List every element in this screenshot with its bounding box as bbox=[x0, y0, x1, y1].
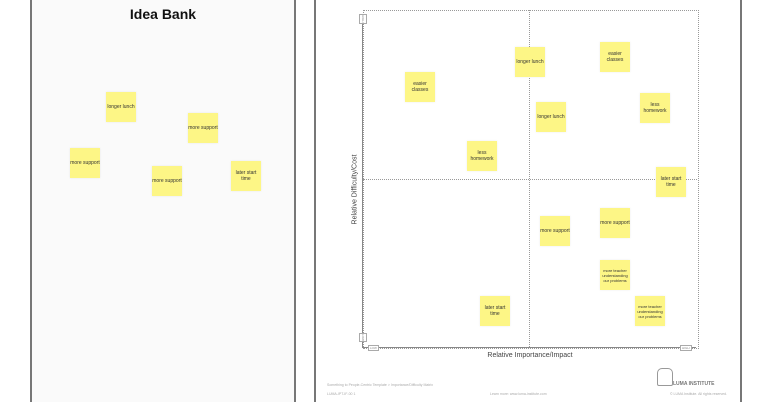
sticky-note[interactable]: longer lunch bbox=[106, 92, 136, 122]
sticky-note[interactable]: longer lunch bbox=[515, 47, 545, 77]
y-axis bbox=[362, 14, 363, 348]
footer-template-name: Something to People-Centric Template > I… bbox=[327, 383, 433, 387]
footer-code: LUMA-IPT-IF-00 1 bbox=[327, 392, 356, 396]
sticky-note[interactable]: more support bbox=[540, 216, 570, 246]
footer-brand: LUMA INSTITUTE bbox=[673, 381, 715, 387]
y-high-tag: HIGH bbox=[359, 14, 367, 24]
sticky-note[interactable]: more support bbox=[152, 166, 182, 196]
sticky-note[interactable]: more teacher understanding our problems bbox=[635, 296, 665, 326]
horizontal-midline bbox=[363, 179, 697, 180]
sticky-note[interactable]: easier classes bbox=[405, 72, 435, 102]
idea-bank-panel: Idea Bank bbox=[30, 0, 296, 402]
sticky-note[interactable]: later start time bbox=[480, 296, 510, 326]
sticky-note[interactable]: later start time bbox=[656, 167, 686, 197]
x-high-tag: HIGH bbox=[680, 345, 692, 351]
luma-logo-icon bbox=[657, 368, 673, 386]
x-low-tag: LOW bbox=[368, 345, 379, 351]
footer-link[interactable]: Learn more: www.luma-institute.com bbox=[490, 392, 547, 396]
y-axis-label: Relative Difficulty/Cost bbox=[351, 154, 359, 225]
sticky-note[interactable]: less homework bbox=[467, 141, 497, 171]
sticky-note[interactable]: more teacher understanding our problems bbox=[600, 260, 630, 290]
x-axis-label: Relative Importance/Impact bbox=[487, 352, 573, 359]
footer-copyright: © LUMA Institute. All rights reserved. bbox=[670, 392, 728, 396]
y-low-tag: LOW bbox=[359, 333, 367, 342]
x-axis bbox=[362, 347, 696, 348]
sticky-note[interactable]: more support bbox=[600, 208, 630, 238]
sticky-note[interactable]: later start time bbox=[231, 161, 261, 191]
idea-bank-title: Idea Bank bbox=[129, 6, 197, 22]
sticky-note[interactable]: less homework bbox=[640, 93, 670, 123]
sticky-note[interactable]: longer lunch bbox=[536, 102, 566, 132]
sticky-note[interactable]: more support bbox=[188, 113, 218, 143]
sticky-note[interactable]: more support bbox=[70, 148, 100, 178]
sticky-note[interactable]: easier classes bbox=[600, 42, 630, 72]
vertical-midline bbox=[529, 10, 530, 347]
